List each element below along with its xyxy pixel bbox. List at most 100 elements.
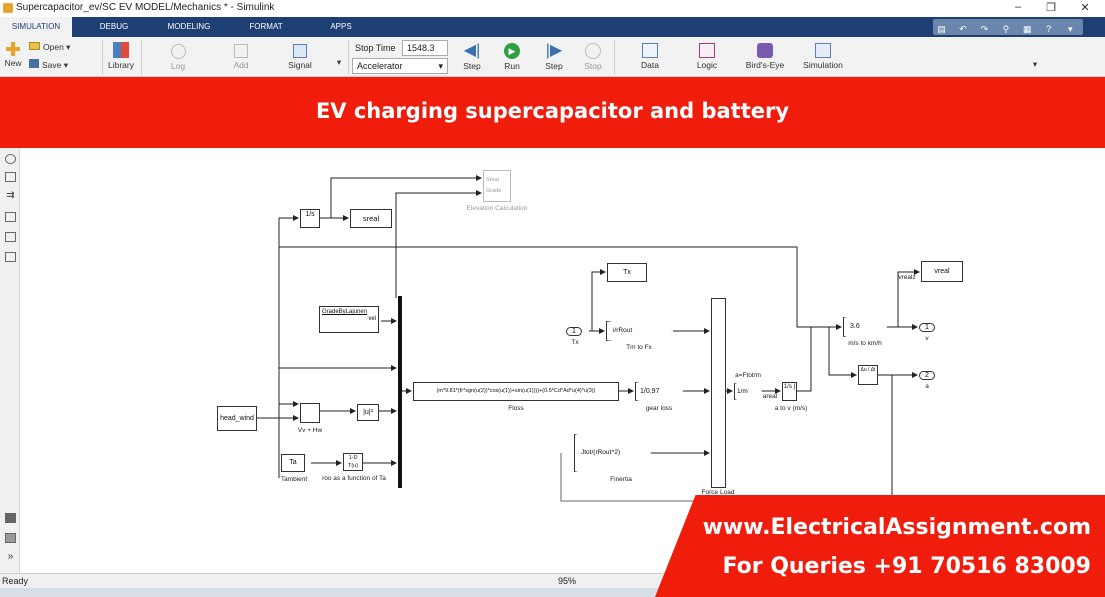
property-inspector-icon[interactable]: [5, 533, 16, 543]
stop-icon: [585, 43, 601, 59]
v-outport-label: v: [925, 335, 929, 342]
stop-time-label: Stop Time: [355, 43, 396, 53]
promo-queries: For Queries +91 70516 83009: [722, 554, 1091, 579]
redo-icon[interactable]: ↷: [980, 24, 989, 34]
save-button[interactable]: Save ▾: [29, 59, 85, 71]
data-inspector-icon: [642, 43, 658, 58]
step-back-icon: ◀|: [463, 42, 481, 59]
a-to-v-label: a to v (m/s): [774, 405, 808, 412]
birds-eye-button[interactable]: Bird's-Eye: [745, 43, 785, 70]
tab-apps[interactable]: APPS: [330, 22, 352, 31]
tx-inport[interactable]: 1: [566, 327, 582, 336]
add-viewer-button[interactable]: Add: [226, 44, 256, 70]
vreal-goto-block[interactable]: vreal: [921, 261, 963, 282]
tab-modeling[interactable]: MODELING: [167, 22, 211, 31]
lookup-table-block[interactable]: 1-D T(u): [343, 453, 363, 471]
gear-loss-label: gear loss: [645, 405, 673, 412]
simulation-mode-select[interactable]: Accelerator▾: [352, 58, 448, 74]
data-inspector-button[interactable]: Data: [636, 43, 664, 70]
logic-analyzer-icon: [699, 43, 715, 58]
title-banner: EV charging supercapacitor and battery: [0, 77, 1105, 148]
simulation-manager-icon: [815, 43, 831, 58]
image-icon[interactable]: [5, 232, 16, 242]
help-icon[interactable]: ?: [1046, 24, 1052, 34]
v-outport[interactable]: 1: [919, 323, 935, 332]
minimize-button[interactable]: –: [1014, 1, 1022, 13]
floppy-icon: [29, 59, 39, 68]
separator: [348, 40, 349, 74]
arrow-icon[interactable]: ⇉: [6, 190, 15, 201]
zoom-icon[interactable]: [5, 154, 16, 164]
close-button[interactable]: ✕: [1080, 2, 1090, 14]
elevation-calculation-label: Elevation Calculation: [466, 205, 528, 212]
derivative-block[interactable]: Δu / Δt: [858, 365, 878, 385]
collapse-icon[interactable]: ▾: [1067, 24, 1073, 34]
grade-by-lajunen-block[interactable]: GradeByLajunen vel: [319, 306, 379, 333]
camera-icon[interactable]: [5, 513, 16, 523]
model-canvas[interactable]: 1/s sreal Sreal Grade Elevation Calculat…: [21, 148, 1105, 573]
a-outport[interactable]: 2: [919, 371, 935, 380]
force-load-sum-block[interactable]: [711, 298, 726, 488]
expand-section-button[interactable]: ▾: [336, 57, 342, 67]
signal-table-button[interactable]: Signal: [285, 44, 315, 70]
areal-label: areal: [762, 393, 778, 400]
tx-inport-label: Tx: [571, 339, 579, 346]
simulation-manager-button[interactable]: Simulation: [801, 43, 845, 70]
step-back-button[interactable]: ◀| Step: [459, 42, 485, 72]
tab-debug[interactable]: DEBUG: [99, 22, 129, 31]
log-label: Log: [170, 61, 186, 71]
restore-button[interactable]: ❐: [1046, 2, 1056, 14]
expand-gallery-button[interactable]: ▾: [1032, 59, 1038, 69]
simulink-app-icon: [3, 3, 13, 13]
ta-block[interactable]: Ta: [281, 454, 305, 472]
expand-palette-icon[interactable]: »: [7, 551, 14, 562]
annotation-icon[interactable]: [5, 212, 16, 222]
stop-button[interactable]: Stop: [580, 43, 606, 71]
status-ready: Ready: [2, 576, 29, 586]
open-button[interactable]: Open ▾: [29, 42, 85, 53]
step-forward-label: Step: [545, 61, 563, 71]
integrator-block[interactable]: 1/s: [300, 209, 320, 228]
roo-label: roo as a function of Ta: [322, 475, 386, 482]
elevation-calculation-block[interactable]: Sreal Grade: [483, 170, 511, 202]
sreal-goto-block[interactable]: sreal: [350, 209, 392, 228]
data-label: Data: [641, 60, 659, 70]
tx-goto-block[interactable]: Tx: [607, 263, 647, 282]
step-forward-button[interactable]: |▶ Step: [541, 42, 567, 72]
floss-fcn-block[interactable]: (m*9.81*(fr*sgn(u(2))*cos(u(1))+sin(u(1)…: [413, 382, 619, 401]
new-button[interactable]: New: [3, 42, 23, 68]
fit-to-view-icon[interactable]: [5, 172, 16, 182]
logic-analyzer-button[interactable]: Logic: [693, 43, 721, 70]
birds-eye-icon: [757, 43, 773, 58]
save-label: Save: [42, 60, 62, 70]
log-signals-button[interactable]: Log: [163, 44, 193, 71]
a-ftot-m-label: a=Ftot/m: [735, 372, 761, 379]
new-label: New: [4, 58, 22, 68]
promo-website: www.ElectricalAssignment.com: [702, 515, 1091, 540]
library-button[interactable]: Library: [106, 42, 136, 70]
elev-input-grade: Grade: [486, 188, 502, 194]
promo-overlay: www.ElectricalAssignment.com For Queries…: [655, 495, 1105, 597]
undo-icon[interactable]: ↶: [959, 24, 967, 34]
new-icon: [6, 42, 20, 56]
separator: [614, 40, 615, 74]
sum-block[interactable]: [300, 403, 320, 423]
step-forward-icon: |▶: [545, 42, 563, 59]
force-load-label: Force Load: [701, 489, 735, 496]
area-icon[interactable]: [5, 252, 16, 262]
stop-time-input[interactable]: 1548.3: [402, 40, 448, 56]
save-icon[interactable]: ▤: [937, 24, 946, 34]
abs-square-block[interactable]: |u|²: [357, 404, 379, 421]
tab-simulation[interactable]: SIMULATION: [0, 17, 72, 37]
head-wind-block[interactable]: head_wind: [217, 406, 257, 431]
a-outport-label: a: [925, 383, 929, 390]
run-label: Run: [504, 61, 520, 71]
find-icon[interactable]: ⚲: [1002, 24, 1010, 34]
separator: [141, 40, 142, 74]
chevron-down-icon: ▾: [438, 61, 443, 71]
velocity-integrator-block[interactable]: 1/s ∫: [782, 382, 797, 401]
layout-icon[interactable]: ▦: [1023, 24, 1032, 34]
tab-format[interactable]: FORMAT: [249, 22, 283, 31]
run-button[interactable]: ▶ Run: [499, 43, 525, 71]
canvas-palette: ⇉ »: [0, 148, 20, 573]
